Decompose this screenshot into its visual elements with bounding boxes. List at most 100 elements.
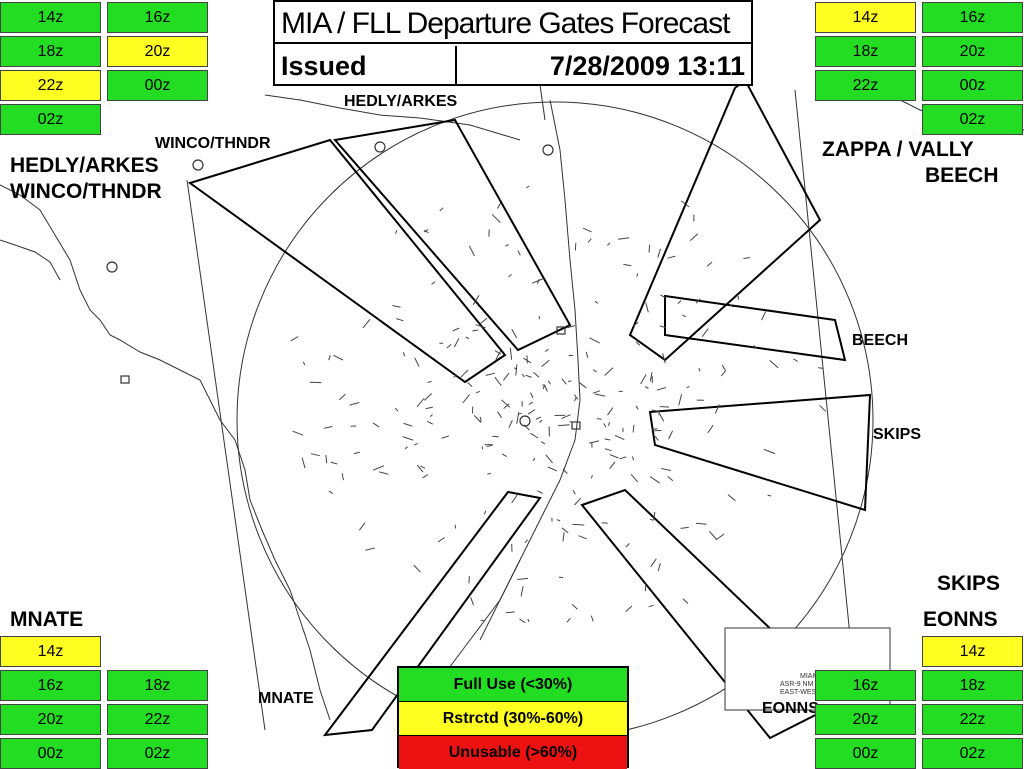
map-tick-mark <box>608 408 613 416</box>
gate-status-cell-top-right: 22z <box>815 70 916 101</box>
map-tick-mark <box>722 365 725 370</box>
map-tick-mark <box>510 348 511 360</box>
map-tick-mark <box>455 525 456 529</box>
map-tick-mark <box>562 528 568 533</box>
map-tick-mark <box>658 249 661 258</box>
map-tick-mark <box>473 330 479 331</box>
gate-status-cell-bottom-left: 20z <box>0 704 101 735</box>
map-tick-mark <box>702 329 708 337</box>
map-tick-mark <box>521 586 523 596</box>
group-label-eonns: EONNS <box>923 608 998 632</box>
map-tick-mark <box>649 605 654 607</box>
map-tick-mark <box>572 524 584 525</box>
gate-status-cell-bottom-right: 22z <box>922 704 1023 735</box>
map-tick-mark <box>620 457 627 459</box>
map-tick-mark <box>661 469 671 471</box>
map-tick-mark <box>649 245 650 253</box>
map-tick-mark <box>379 472 389 475</box>
map-tick-mark <box>595 394 605 396</box>
map-tick-mark <box>512 329 517 338</box>
map-tick-mark <box>426 407 433 408</box>
gate-status-cell-top-right: 20z <box>922 36 1023 67</box>
map-tick-mark <box>605 368 613 376</box>
gate-status-cell-bottom-right: 00z <box>815 738 916 769</box>
map-tick-mark <box>683 599 688 604</box>
map-tick-mark <box>586 352 588 358</box>
forecast-title-box: MIA / FLL Departure Gates Forecast Issue… <box>273 0 753 86</box>
gate-status-cell-top-left: 22z <box>0 70 101 101</box>
map-tick-mark <box>509 274 512 277</box>
map-tick-mark <box>512 494 518 503</box>
map-tick-mark <box>678 301 681 304</box>
map-tick-mark <box>709 531 716 539</box>
gate-status-cell-bottom-left: 16z <box>0 670 101 701</box>
map-tick-mark <box>542 360 550 366</box>
map-tick-mark <box>525 540 528 543</box>
map-tick-mark <box>519 619 525 623</box>
map-tick-mark <box>728 495 736 501</box>
map-tick-mark <box>651 559 657 567</box>
map-tick-mark <box>658 563 660 571</box>
map-tick-mark <box>716 534 724 540</box>
map-tick-mark <box>474 415 481 422</box>
legend-full-use: Full Use (<30%) <box>399 668 627 702</box>
map-tick-mark <box>660 414 664 421</box>
map-tick-mark <box>492 436 499 437</box>
map-tick-mark <box>610 455 619 458</box>
east-coastline <box>400 100 580 720</box>
group-label-winco: WINCO/THNDR <box>10 180 162 204</box>
map-tick-mark <box>432 282 436 285</box>
map-tick-mark <box>579 536 587 539</box>
map-tick-mark <box>405 447 408 449</box>
map-tick-mark <box>534 372 540 377</box>
map-label-winco: WINCO/THNDR <box>155 135 271 153</box>
gate-status-cell-bottom-left: 18z <box>107 670 208 701</box>
map-tick-mark <box>430 415 432 417</box>
map-tick-mark <box>326 455 327 463</box>
map-tick-mark <box>590 338 600 343</box>
map-tick-mark <box>453 328 460 331</box>
map-tick-mark <box>331 462 338 464</box>
map-tick-mark <box>575 498 581 505</box>
map-tick-mark <box>461 370 468 377</box>
map-tick-mark <box>329 355 331 360</box>
issued-value: 7/28/2009 13:11 <box>459 46 751 86</box>
gate-status-cell-bottom-left: 00z <box>0 738 101 769</box>
map-tick-mark <box>395 230 397 234</box>
map-tick-mark <box>794 359 798 362</box>
legend: Full Use (<30%) Rstrctd (30%-60%) Unusab… <box>397 666 629 768</box>
map-tick-mark <box>359 523 365 531</box>
group-label-hedly: HEDLY/ARKES <box>10 154 159 178</box>
map-tick-mark <box>440 208 443 211</box>
map-tick-mark <box>485 511 486 515</box>
map-tick-mark <box>468 383 473 387</box>
map-tick-mark <box>641 375 647 384</box>
map-tick-mark <box>690 234 698 241</box>
navaid-marker <box>193 160 203 170</box>
gate-status-cell-top-right: 02z <box>922 104 1023 135</box>
map-tick-mark <box>623 264 631 265</box>
map-label-beech: BEECH <box>852 332 908 350</box>
map-label-eonns: EONNS <box>762 700 819 718</box>
airport-marker <box>121 376 129 383</box>
map-tick-mark <box>492 214 500 222</box>
map-tick-mark <box>506 612 515 613</box>
map-tick-mark <box>441 436 449 438</box>
map-tick-mark <box>498 412 502 418</box>
map-tick-mark <box>373 423 379 427</box>
map-tick-mark <box>633 456 634 460</box>
map-tick-mark <box>526 186 529 188</box>
map-tick-mark <box>471 597 474 605</box>
map-tick-mark <box>395 408 398 411</box>
legend-unusable: Unusable (>60%) <box>399 736 627 769</box>
gate-zappa-vally <box>630 80 820 360</box>
map-tick-mark <box>631 474 638 482</box>
map-tick-mark <box>604 423 606 427</box>
map-tick-mark <box>645 387 649 389</box>
map-tick-mark <box>591 475 592 478</box>
map-tick-mark <box>626 606 632 612</box>
gate-status-cell-bottom-right: 16z <box>815 670 916 701</box>
map-tick-mark <box>657 388 666 391</box>
group-label-zappa: ZAPPA / VALLY <box>822 138 974 162</box>
gate-status-cell-bottom-left: 14z <box>0 636 101 667</box>
